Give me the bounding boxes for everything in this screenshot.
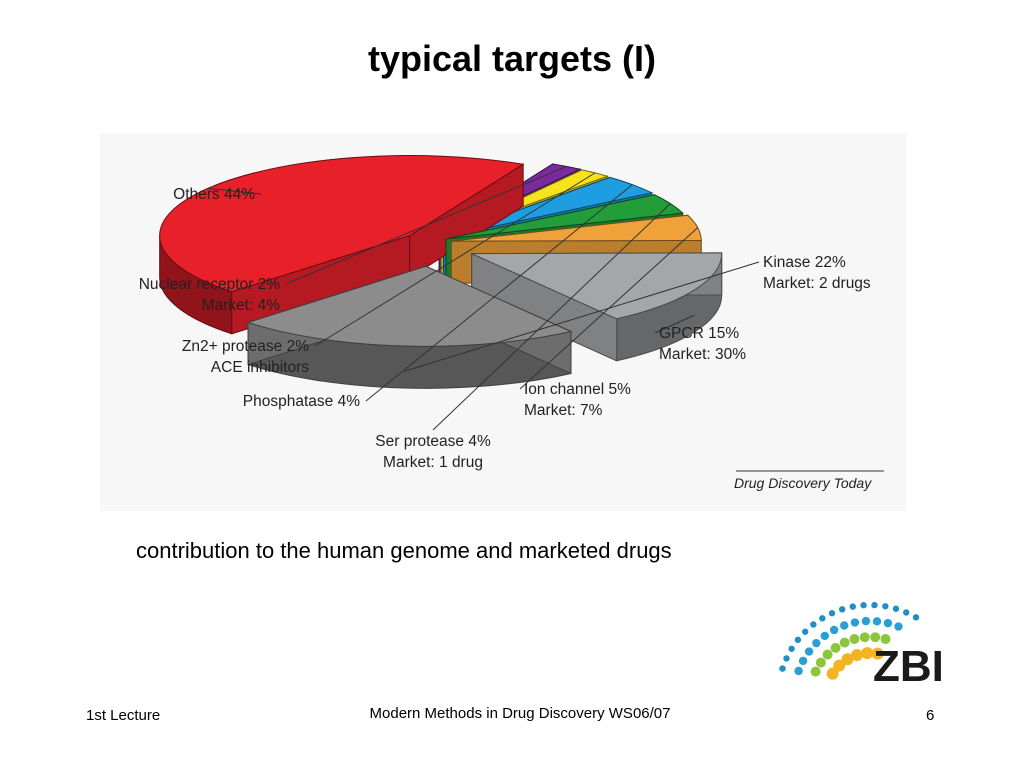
slice-top-face: [159, 155, 525, 293]
slice-label: Zn2+ protease 2% ACE inhibitors: [182, 338, 309, 376]
logo-dot: [871, 647, 884, 660]
logo-dot: [810, 621, 817, 628]
logo-dot: [892, 605, 900, 612]
slice-label-line: Market: 30%: [659, 346, 746, 363]
pie-slice-kinase: [246, 265, 573, 389]
slice-labels: Others 44% Kinase 22% Market: 2 drugsGPCR …: [139, 186, 871, 471]
slice-label: Kinase 22% Market: 2 drugs: [763, 254, 871, 292]
logo-dot: [815, 657, 826, 668]
logo-dot: [850, 648, 863, 661]
slice-label-line: Market: 4%: [202, 297, 281, 314]
leader-lines: [207, 165, 760, 431]
footer-page-number: 6: [926, 707, 935, 724]
slice-label-line: Ser protease 4%: [375, 433, 491, 450]
logo-dot: [779, 665, 786, 672]
slice-label: Others 44%: [173, 186, 255, 203]
zbi-logo: ZBI: [779, 601, 944, 689]
leader-line: [207, 187, 262, 195]
logo-dot: [783, 655, 790, 662]
logo-dot: [894, 622, 903, 631]
slice-label: Nuclear receptor 2% Market: 4%: [139, 276, 281, 314]
slice-label-line: ACE inhibitors: [211, 359, 309, 376]
leader-line: [314, 172, 596, 347]
slice-label-line: Market: 1 drug: [383, 454, 483, 471]
logo-dot: [829, 625, 839, 635]
slice-label-line: Kinase 22%: [763, 254, 846, 271]
logo-dot: [833, 659, 846, 672]
logo-dot: [872, 617, 882, 626]
logo-dot: [820, 631, 829, 641]
logo-dot: [883, 618, 893, 628]
logo-dot: [849, 634, 860, 645]
logo-dot: [822, 649, 833, 660]
logo-dot: [861, 616, 871, 626]
source-label: Drug Discovery Today: [734, 475, 872, 491]
logo-dot: [794, 636, 802, 644]
logo-dot: [903, 609, 910, 616]
logo-dot: [819, 615, 826, 622]
slice-label-line: Market: 2 drugs: [763, 275, 871, 292]
logo-dot: [801, 628, 809, 635]
chart-caption: contribution to the human genome and mar…: [136, 538, 672, 563]
logo-dot: [849, 603, 856, 610]
logo-dot: [826, 667, 839, 680]
logo-dot: [788, 645, 795, 652]
logo-dot: [882, 603, 889, 610]
logo-dot: [794, 666, 803, 676]
logo-dot: [804, 647, 814, 656]
leader-line: [519, 227, 699, 390]
slice-top-face: [471, 252, 723, 320]
leader-line: [432, 203, 671, 431]
logo-dot: [860, 602, 867, 609]
slice-label-line: Market: 7%: [524, 402, 603, 419]
slide-title: typical targets (I): [367, 38, 657, 79]
logo-text: ZBI: [873, 642, 944, 689]
logo-dot: [812, 638, 821, 648]
slice-top-face: [246, 265, 573, 347]
logo-dot: [810, 666, 821, 677]
logo-dot: [859, 632, 870, 643]
logo-dot: [880, 634, 891, 645]
logo-dot: [798, 656, 808, 666]
leader-line: [404, 261, 760, 372]
logo-dot: [871, 601, 878, 609]
logo-dot: [841, 653, 854, 666]
logo-dot: [839, 637, 850, 648]
leader-line: [285, 165, 567, 285]
slice-label-line: Others 44%: [173, 186, 255, 203]
slice-label: GPCR 15% Market: 30%: [659, 325, 746, 363]
slice-label: Ser protease 4% Market: 1 drug: [375, 433, 491, 471]
logo-dot: [912, 614, 920, 621]
pie-slice-others: [159, 155, 525, 335]
logo-dot: [828, 610, 836, 617]
logo-dot: [870, 632, 881, 643]
logo-dot: [830, 642, 841, 653]
logo-dot: [861, 647, 874, 660]
slice-label: Ion channel 5% Market: 7%: [524, 381, 631, 419]
slice-label-line: Nuclear receptor 2%: [139, 276, 281, 293]
logo-dot: [838, 606, 846, 613]
slice-label-line: Phosphatase 4%: [243, 393, 360, 410]
logo-dot-arcs: [779, 601, 920, 680]
slice-label-line: Zn2+ protease 2%: [182, 338, 309, 355]
leader-line: [365, 184, 633, 402]
logo-dot: [840, 621, 849, 630]
slice-label: Phosphatase 4%: [243, 393, 360, 410]
footer-lecture: 1st Lecture: [86, 707, 161, 724]
pie-chart: Others 44% Kinase 22% Market: 2 drugsGPCR …: [139, 155, 884, 491]
slice-label-line: Ion channel 5%: [524, 381, 631, 398]
leader-line: [654, 314, 695, 334]
logo-dot: [850, 618, 860, 627]
footer-course-title: Modern Methods in Drug Discovery WS06/07: [369, 705, 671, 722]
slice-label-line: GPCR 15%: [659, 325, 739, 342]
